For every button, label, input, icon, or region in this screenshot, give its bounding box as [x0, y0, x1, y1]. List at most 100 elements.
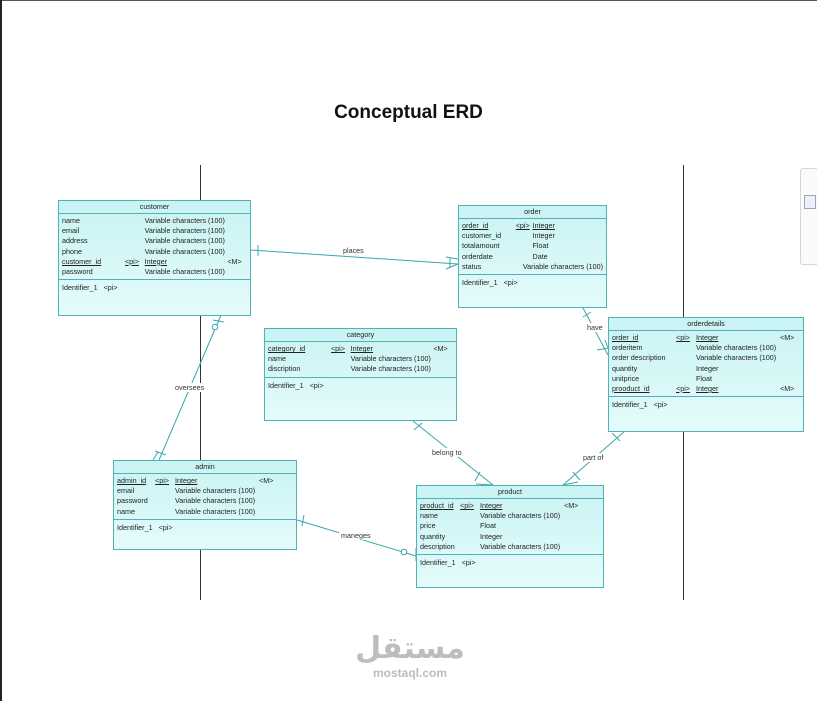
attribute-name: orderdate: [462, 251, 493, 261]
attribute-row-key: order_id<pi>Integer: [462, 221, 603, 231]
attribute-row-key: category_id<pi>Integer<M>: [268, 344, 453, 354]
attribute-name: quantity: [612, 363, 638, 373]
attribute-name: unitprice: [612, 373, 640, 383]
attribute-flag: <pi>: [330, 344, 345, 353]
frame-left-border: [0, 0, 2, 701]
attribute-type: Integer: [350, 344, 374, 353]
identifier-row: Identifier_1<pi>: [114, 520, 296, 536]
attribute-flag: <pi>: [676, 383, 690, 393]
attribute-flag: [676, 343, 696, 353]
watermark-logo: مستقل: [355, 631, 465, 666]
attribute-flag: [125, 247, 145, 257]
attribute-name: quantity: [420, 531, 446, 541]
attribute-name: name: [117, 506, 135, 516]
relationship-oversees-label: oversees: [173, 383, 207, 392]
attribute-name: name: [420, 511, 438, 521]
entity-name: order: [459, 206, 606, 219]
attribute-type: Variable characters (100): [696, 353, 777, 363]
attribute-flag: <pi>: [460, 501, 474, 510]
attribute-row: quantity Integer: [612, 364, 800, 374]
attribute-type: Variable characters (100): [144, 246, 225, 256]
attribute-mandatory: [780, 343, 800, 353]
entity-name: category: [265, 329, 456, 342]
attribute-name: category_id: [268, 344, 306, 353]
page-guide-line-left: [200, 165, 201, 600]
attribute-name: status: [462, 261, 482, 271]
attribute-type: Integer: [144, 256, 168, 266]
attribute-flag: [676, 364, 696, 374]
attribute-flag: [676, 353, 696, 363]
side-panel-handle[interactable]: [800, 168, 817, 265]
relationship-belong-to-label: belong to: [430, 448, 464, 457]
attribute-name: order_id: [612, 333, 639, 342]
attribute-mandatory: <M>: [780, 383, 795, 393]
attribute-type: Variable characters (100): [480, 541, 561, 551]
relationship-places-line: [250, 249, 459, 265]
attribute-type: Integer: [696, 363, 719, 373]
attribute-mandatory: [780, 364, 800, 374]
attribute-name: email: [62, 226, 80, 236]
attribute-flag: <pi>: [124, 256, 139, 266]
attribute-mandatory: [433, 354, 453, 364]
attribute-type: Float: [696, 373, 712, 383]
attribute-flag: [125, 226, 145, 236]
identifier-name: Identifier_1: [117, 522, 153, 532]
identifier-row: Identifier_1<pi>: [59, 280, 250, 296]
attribute-type: Variable characters (100): [144, 266, 225, 276]
attribute-row: name Variable characters (100): [117, 507, 293, 517]
attribute-type: Integer: [480, 531, 503, 541]
attribute-type: Variable characters (100): [696, 343, 777, 353]
identifier-name: Identifier_1: [462, 277, 498, 287]
attribute-flag: [516, 231, 533, 241]
attribute-type: Variable characters (100): [175, 496, 256, 506]
entity-orderdetails[interactable]: orderdetails order_id <pi> Integer <M> orde…: [608, 317, 804, 432]
attribute-flag: [676, 374, 696, 384]
relationship-part-of-label: part of: [581, 453, 606, 462]
attribute-flag: <pi>: [155, 476, 169, 485]
identifier-name: Identifier_1: [62, 283, 98, 293]
page-title: Conceptual ERD: [334, 102, 483, 123]
identifier-name: Identifier_1: [268, 380, 304, 390]
entity-name: orderdetails: [609, 318, 803, 331]
attribute-row: status Variable characters (100): [462, 262, 603, 272]
relationship-maneges-label: maneges: [339, 531, 373, 540]
attribute-type: Variable characters (100): [144, 216, 225, 225]
frame-top-border: [0, 0, 817, 1]
attribute-name: order_id: [462, 221, 489, 230]
attribute-flag: [331, 364, 351, 374]
attribute-flag: [125, 267, 145, 277]
identifier-row: Identifier_1<pi>: [609, 397, 803, 413]
attribute-type: Integer: [175, 476, 198, 485]
attribute-mandatory: [227, 247, 247, 257]
attribute-name: address: [62, 236, 88, 246]
entity-name: customer: [59, 201, 250, 214]
attribute-mandatory: [780, 374, 800, 384]
attribute-type: Float: [532, 241, 549, 251]
attribute-mandatory: <M>: [564, 501, 579, 510]
attribute-type: Integer: [480, 501, 503, 510]
identifier-row: Identifier_1<pi>: [459, 275, 606, 291]
attribute-flag: [508, 262, 522, 272]
attribute-name: discription: [268, 364, 301, 374]
attribute-type: Variable characters (100): [522, 261, 603, 271]
attribute-type: Variable characters (100): [175, 506, 256, 516]
attribute-name: description: [420, 541, 455, 551]
attribute-name: price: [420, 521, 436, 531]
attribute-type: Date: [532, 251, 548, 261]
